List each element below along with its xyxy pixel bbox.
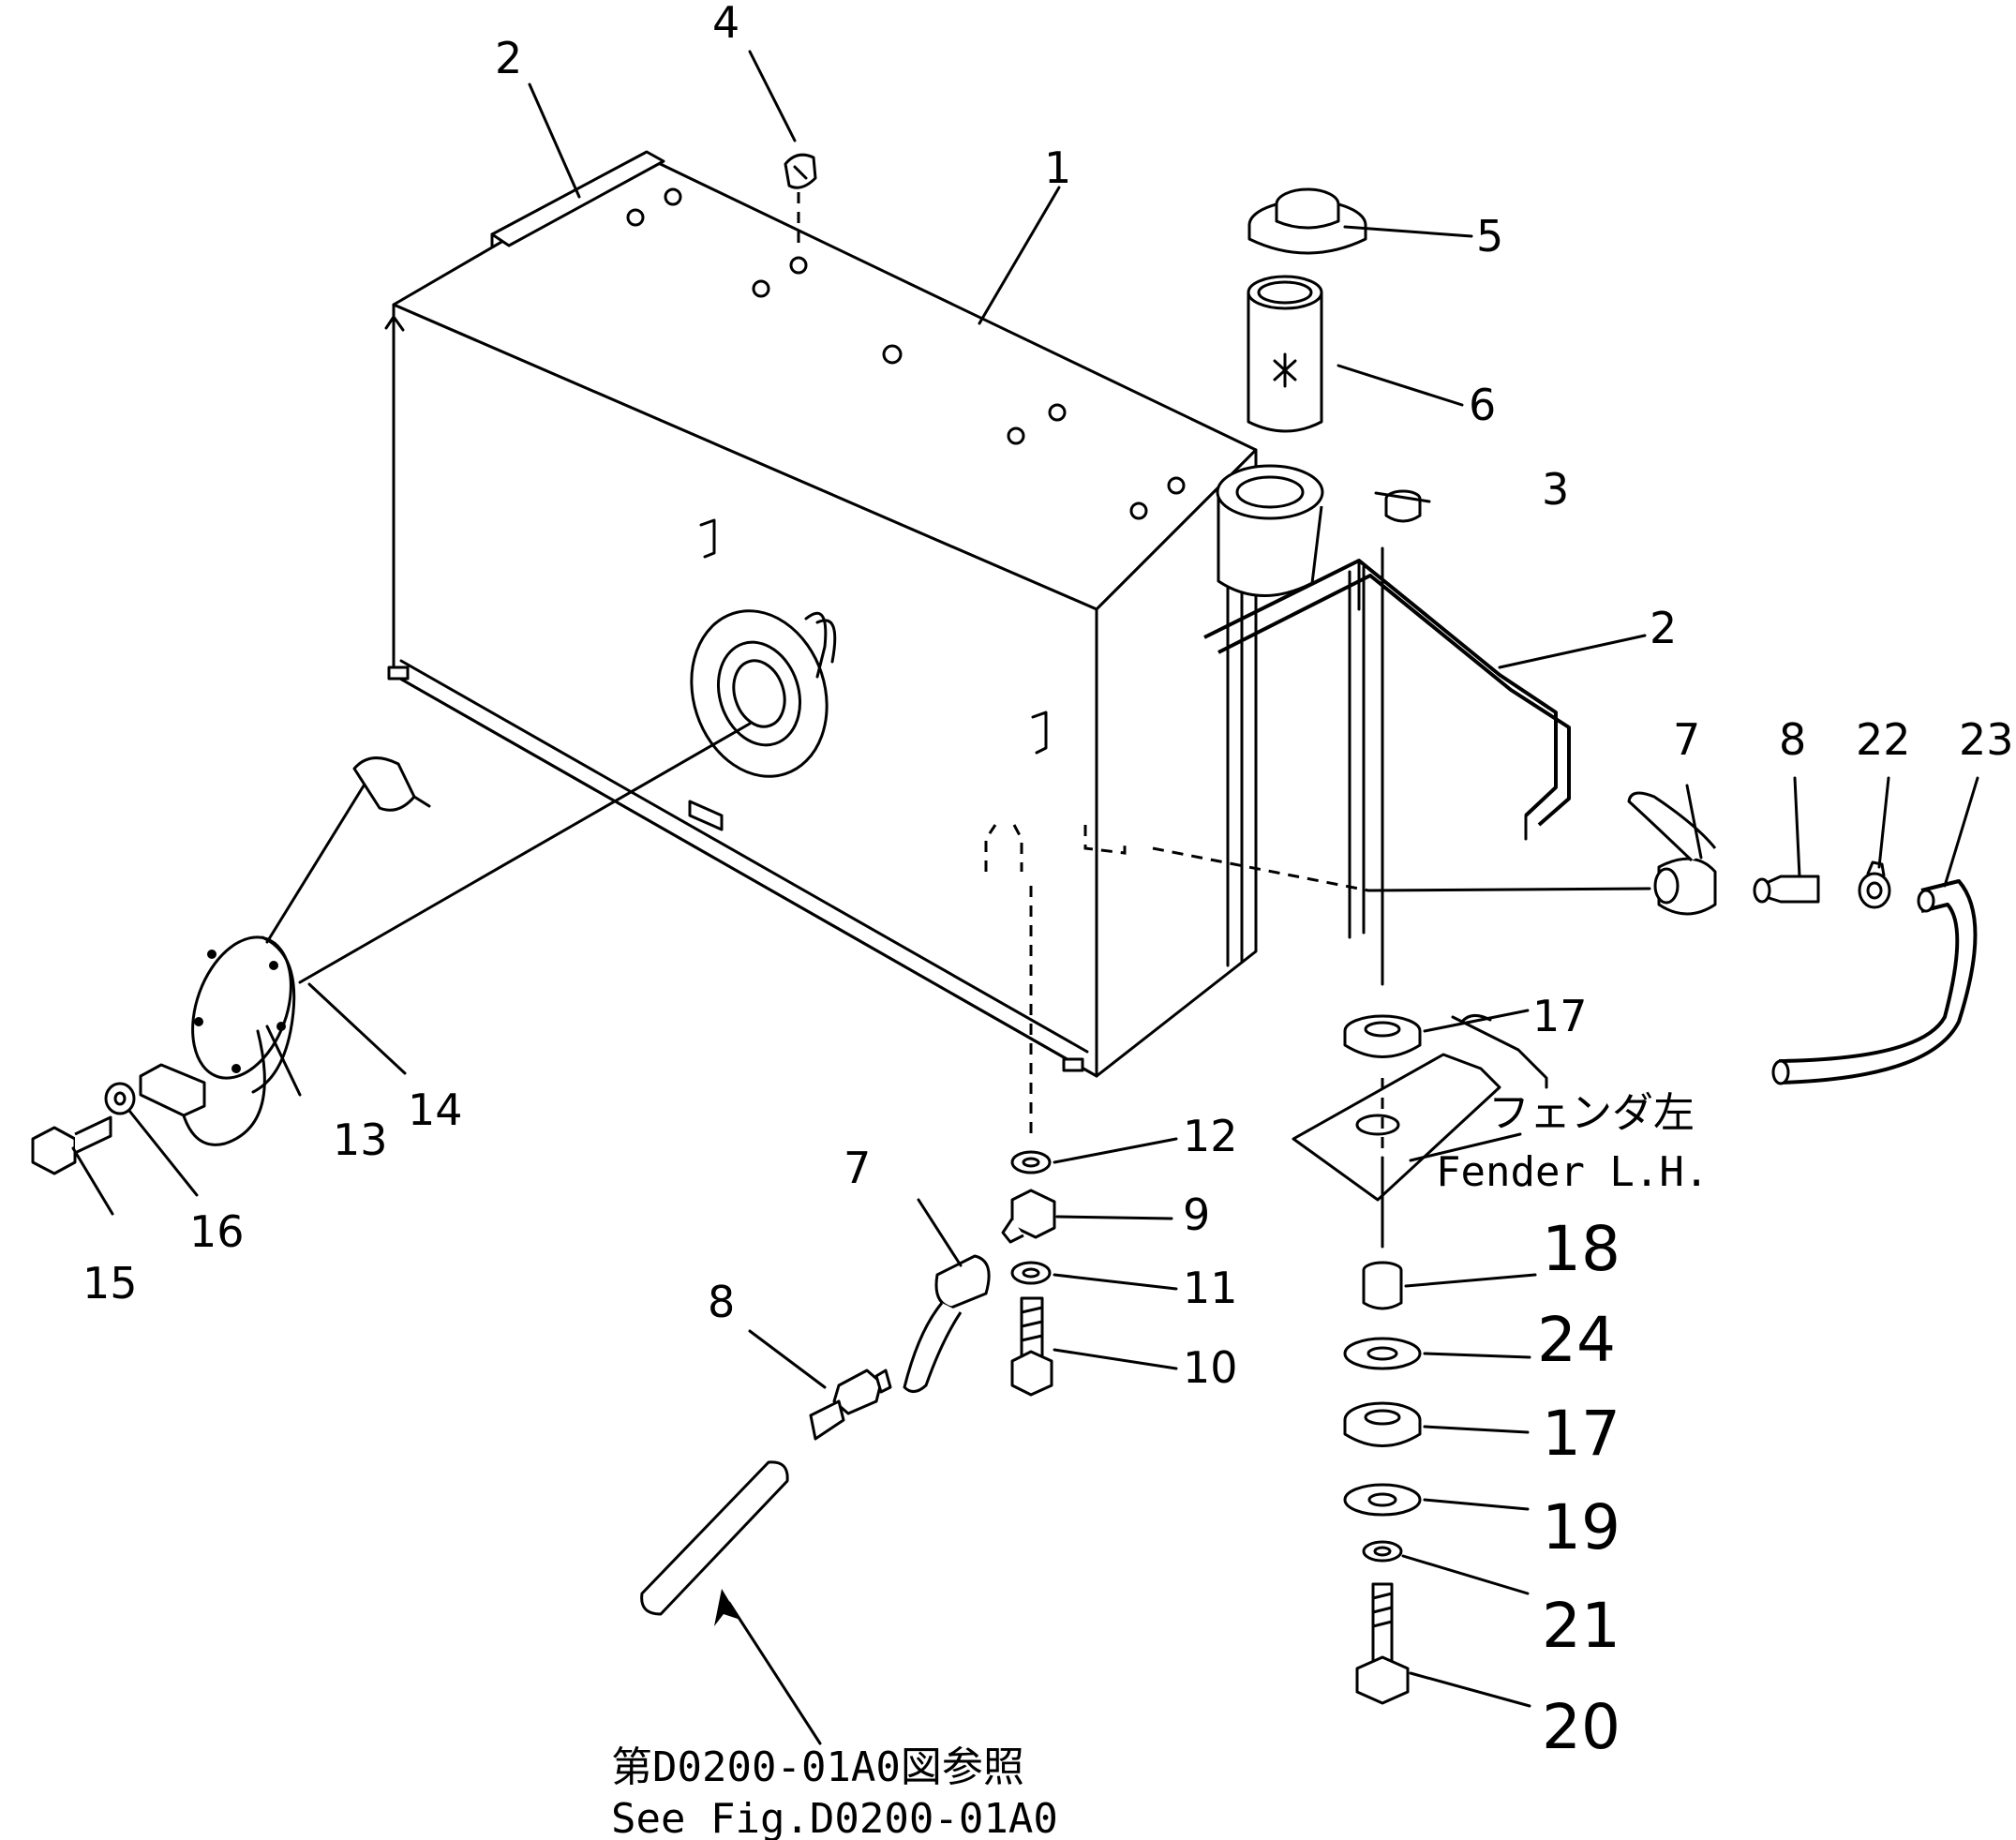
nipple-8-right [1753, 875, 1820, 904]
collar-18 [1362, 1261, 1403, 1310]
hose-23 [1771, 879, 1978, 1085]
callout-20: 20 [1542, 1691, 1620, 1763]
callout-numbers: 1 2 4 5 6 3 2 7 8 22 23 17 12 9 11 10 7 … [82, 0, 2014, 1763]
gauge-flange [690, 609, 837, 778]
callout-24: 24 [1537, 1304, 1616, 1376]
fuel-gauge-sender [139, 722, 752, 1146]
callout-2-top: 2 [495, 33, 522, 83]
bolt-20 [1355, 1582, 1410, 1705]
callout-17-lower: 17 [1542, 1398, 1620, 1470]
callout-5: 5 [1476, 211, 1503, 262]
fender-lh [1292, 1014, 1548, 1202]
callout-21: 21 [1542, 1590, 1620, 1662]
drain-cock-7-right [1627, 791, 1717, 916]
drain-plug-10 [1010, 1296, 1053, 1397]
gasket-11 [1010, 1261, 1052, 1285]
washer-19 [1343, 1483, 1422, 1517]
callout-15: 15 [82, 1258, 138, 1309]
reference-note-en: See Fig.D0200-01A0 [611, 1795, 1058, 1840]
elbow-9 [1001, 1189, 1056, 1244]
fuel-tank-body [384, 156, 1366, 1078]
drain-cock-7-bottom [903, 1254, 991, 1393]
cushion-17-lower [1343, 1401, 1422, 1447]
clamp-22 [1858, 860, 1891, 909]
bolt-15 [31, 1115, 112, 1175]
washer-24 [1343, 1337, 1422, 1370]
step-rail-right [1203, 559, 1571, 841]
gasket-12 [1010, 1150, 1052, 1174]
callout-3: 3 [1542, 464, 1569, 515]
plug-4 [784, 153, 817, 251]
callout-7-bottom: 7 [844, 1143, 871, 1193]
filler-cap [1247, 187, 1367, 255]
callout-1: 1 [1044, 142, 1071, 193]
nipple-8-bottom [809, 1369, 892, 1441]
callout-10: 10 [1183, 1342, 1238, 1393]
washer-21 [1362, 1540, 1403, 1563]
step-rail-left [490, 150, 665, 247]
callout-8-right: 8 [1779, 714, 1806, 765]
drain-line-dashed [984, 824, 1651, 892]
callout-18: 18 [1542, 1213, 1620, 1285]
callout-6: 6 [1469, 380, 1496, 430]
leader-lines [71, 50, 1979, 1708]
callout-16: 16 [189, 1206, 245, 1257]
callout-7-right: 7 [1673, 714, 1700, 765]
callout-13: 13 [333, 1114, 388, 1165]
see-fig-arrow [714, 1589, 822, 1745]
callout-8-bottom: 8 [708, 1277, 735, 1327]
callout-2-right: 2 [1650, 603, 1677, 653]
fender-label-en: Fender L.H. [1436, 1148, 1709, 1196]
fender-label-jp: フェンダ左 [1488, 1089, 1695, 1137]
strainer [1247, 275, 1323, 433]
callout-17-upper: 17 [1532, 991, 1588, 1041]
callout-22: 22 [1856, 714, 1911, 765]
filler-neck [1216, 464, 1324, 597]
callout-12: 12 [1183, 1111, 1238, 1161]
fuel-pipe [640, 1460, 789, 1616]
callout-4: 4 [712, 0, 739, 48]
cushion-17-upper [1343, 1014, 1422, 1058]
callout-19: 19 [1542, 1491, 1620, 1563]
callout-23: 23 [1959, 714, 2014, 765]
callout-14: 14 [408, 1085, 463, 1135]
callout-9: 9 [1183, 1189, 1210, 1240]
washer-16 [104, 1082, 136, 1115]
reference-note-jp: 第D0200-01A0図参照 [611, 1743, 1024, 1791]
callout-11: 11 [1183, 1263, 1238, 1313]
